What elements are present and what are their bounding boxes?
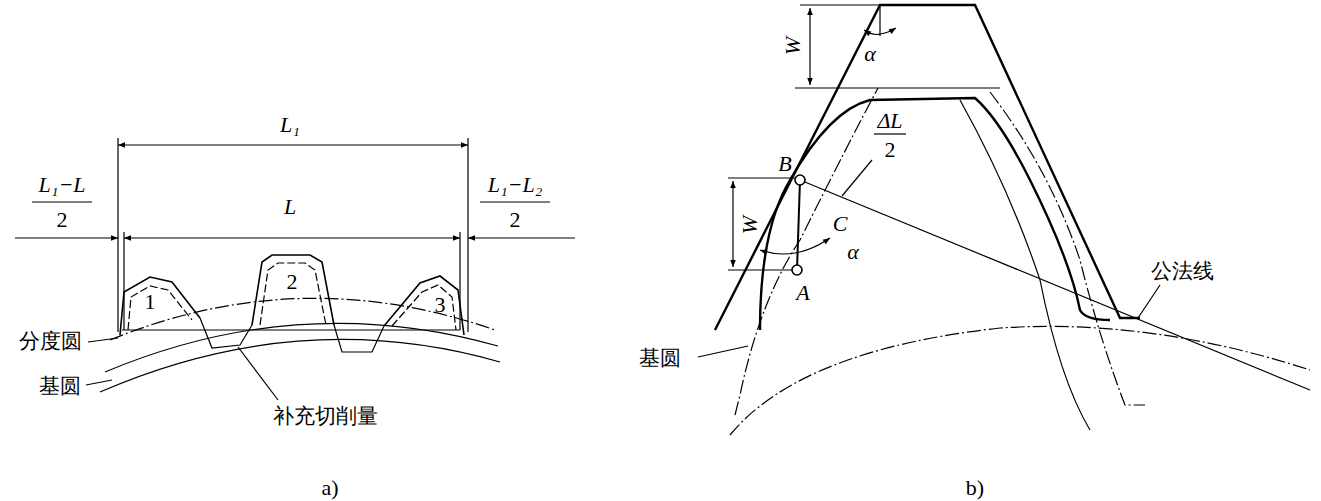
fraction-denominator: 2 (57, 209, 68, 231)
dimension-label: ΔL (877, 110, 902, 132)
dimension-label: W (782, 37, 804, 55)
subfigure-label: a) (321, 477, 338, 499)
circle-label: 分度圆 (19, 331, 82, 352)
point-label: A (796, 282, 809, 304)
tooth-number: 1 (145, 291, 156, 313)
fraction-denominator: 2 (510, 209, 521, 231)
tooth-number: 3 (435, 294, 446, 316)
angle-label: α (847, 241, 859, 263)
point-label: C (833, 213, 848, 235)
subfigure-label: b) (966, 477, 984, 499)
circle-label: 基圆 (39, 376, 81, 397)
dimension-label: L₁ (280, 114, 300, 136)
dimension-label: L₁−L (39, 174, 86, 196)
tooth-number: 2 (287, 271, 298, 293)
point-label: B (778, 153, 791, 175)
circle-label: 基圆 (639, 348, 681, 369)
fraction-denominator: 2 (885, 139, 896, 161)
dimension-label: W (739, 216, 761, 234)
dimension-label: L₁−L₂ (488, 174, 543, 196)
dimension-label: L (284, 196, 296, 218)
angle-label: α (864, 43, 876, 65)
line-label: 公法线 (1151, 261, 1214, 282)
note-label: 补充切削量 (273, 406, 378, 427)
